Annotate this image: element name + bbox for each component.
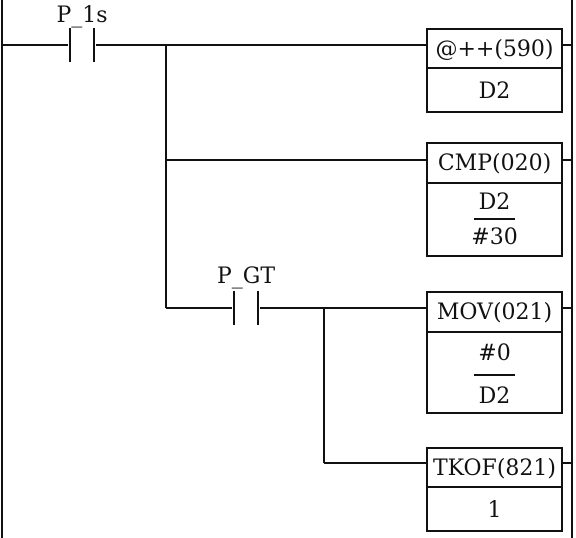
instruction-move: MOV(021) #0 D2 — [426, 291, 563, 414]
instruction-compare: CMP(020) D2 #30 — [426, 142, 563, 257]
instruction-increment: @++(590) D2 — [426, 28, 563, 113]
instruction-task-off-box — [426, 447, 563, 532]
contact-p-gt: P_GT — [217, 264, 275, 325]
instruction-increment-operand-1: D2 — [479, 79, 511, 104]
instruction-move-box — [426, 291, 563, 414]
instruction-task-off-name: TKOF(821) — [433, 456, 556, 481]
instruction-compare-name: CMP(020) — [438, 151, 551, 176]
wiring — [2, 44, 572, 464]
contact-p-1s: P_1s — [56, 3, 108, 62]
instruction-move-name: MOV(021) — [437, 300, 552, 325]
instruction-increment-name: @++(590) — [435, 37, 553, 62]
contact-p-1s-label: P_1s — [56, 3, 107, 28]
instruction-move-operand-2: D2 — [479, 384, 511, 409]
instruction-compare-operand-2: #30 — [471, 225, 517, 250]
contact-p-gt-label: P_GT — [217, 264, 275, 289]
instruction-move-operand-1: #0 — [478, 341, 510, 366]
instruction-task-off-operand-1: 1 — [488, 498, 502, 523]
instruction-task-off: TKOF(821) 1 — [426, 447, 563, 532]
instruction-compare-box — [426, 142, 563, 257]
instruction-increment-box — [426, 28, 563, 113]
instruction-compare-operand-1: D2 — [479, 190, 511, 215]
